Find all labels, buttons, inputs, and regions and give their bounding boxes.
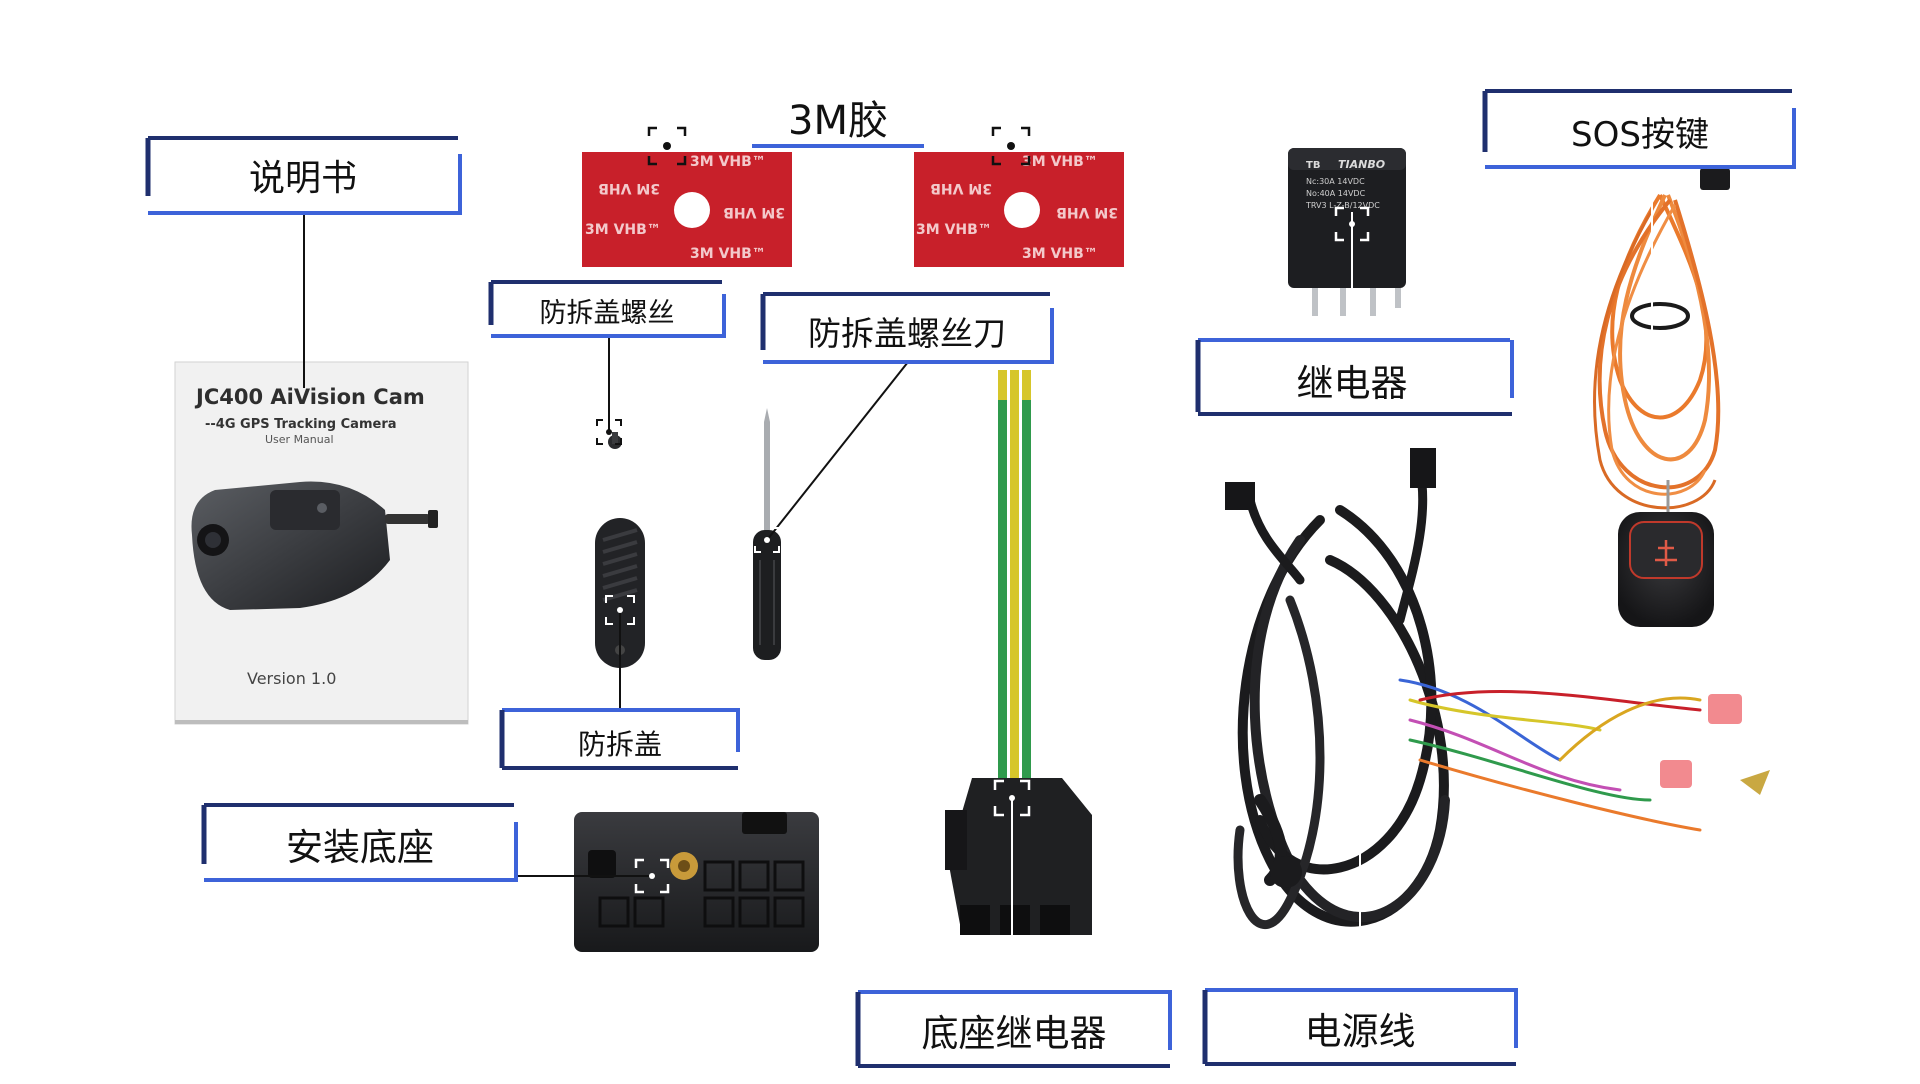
tamper-cover-item	[595, 518, 645, 668]
tape-pad-right: 3M VHB™ 3M VHB™ 3M VHB™ 3M VHB 3M VHB	[914, 152, 1124, 267]
leader-lines	[303, 168, 1653, 986]
screwdriver-item	[753, 408, 781, 660]
leader-screwdriver	[766, 361, 909, 541]
tape-print-9: 3M VHB	[930, 180, 992, 196]
label-screw-text: 防拆盖螺丝	[540, 298, 675, 329]
relay-brand: TIANBO	[1338, 158, 1385, 171]
label-cover: 防拆盖	[499, 708, 740, 770]
mount-base-item	[574, 812, 819, 952]
focus-markers	[596, 126, 1671, 894]
sos-button-item	[1592, 168, 1730, 627]
label-mount-text: 安装底座	[286, 826, 434, 869]
label-mount: 安装底座	[201, 803, 518, 882]
label-boxes: 说明书 3M胶 SOS按键 防拆盖螺丝 防拆盖螺丝刀	[145, 89, 1796, 1068]
label-cover-text: 防拆盖	[578, 728, 662, 761]
relay-spec-2: No:40A 14VDC	[1306, 189, 1366, 198]
tape-print-4: 3M VHB	[598, 180, 660, 196]
manual-version: Version 1.0	[247, 669, 336, 688]
focus-bracket-icon	[1633, 338, 1671, 376]
tape-print-10: 3M VHB	[1056, 204, 1118, 220]
label-relay-text: 继电器	[1297, 362, 1408, 405]
tape-print-7: 3M VHB™	[916, 222, 992, 238]
label-tape-text: 3M胶	[788, 98, 888, 144]
label-screwdriver-text: 防拆盖螺丝刀	[808, 314, 1006, 353]
label-screw: 防拆盖螺丝	[488, 280, 726, 338]
tape-print-8: 3M VHB™	[1022, 246, 1098, 262]
focus-bracket-icon	[647, 126, 687, 166]
relay-logo: TB	[1306, 160, 1320, 171]
label-manual-text: 说明书	[249, 158, 357, 199]
label-screwdriver: 防拆盖螺丝刀	[760, 292, 1054, 364]
relay-socket-item	[945, 370, 1092, 935]
relay-item: TB TIANBO Nc:30A 14VDC No:40A 14VDC TRV3…	[1288, 148, 1406, 316]
label-power: 电源线	[1202, 988, 1518, 1066]
focus-bracket-icon	[991, 126, 1031, 166]
tape-print-6: 3M VHB™	[1022, 154, 1098, 170]
manual-shadow	[175, 720, 468, 724]
focus-bracket-icon	[596, 419, 622, 445]
focus-bracket-icon	[1334, 206, 1370, 242]
relay-spec-1: Nc:30A 14VDC	[1306, 177, 1365, 186]
manual-doc-type: User Manual	[265, 433, 334, 446]
manual-title: JC400 AiVision Cam	[194, 385, 425, 409]
tape-print-2: 3M VHB™	[585, 222, 661, 238]
manual-subtitle: --4G GPS Tracking Camera	[205, 417, 397, 432]
tape-print-5: 3M VHB	[723, 204, 785, 220]
label-sos-text: SOS按键	[1571, 115, 1709, 155]
label-manual: 说明书	[145, 136, 462, 215]
screw-item	[608, 432, 622, 449]
label-socket: 底座继电器	[855, 990, 1172, 1068]
tape-print-1: 3M VHB™	[690, 154, 766, 170]
label-sos: SOS按键	[1482, 89, 1796, 169]
focus-bracket-icon	[993, 779, 1031, 817]
camera-illustration	[191, 481, 438, 610]
tape-print-3: 3M VHB™	[690, 246, 766, 262]
label-relay: 继电器	[1195, 338, 1514, 416]
label-power-text: 电源线	[1305, 1010, 1416, 1053]
focus-bracket-icon	[634, 858, 670, 894]
user-manual-item: JC400 AiVision Cam --4G GPS Tracking Cam…	[174, 361, 469, 725]
relay-spec-3: TRV3 L-Z-B/12VDC	[1305, 201, 1380, 210]
focus-bracket-icon	[1341, 778, 1379, 816]
label-tape: 3M胶	[752, 98, 924, 148]
focus-bracket-icon	[605, 595, 635, 625]
sos-alarm-icon	[1655, 540, 1677, 566]
label-socket-text: 底座继电器	[922, 1012, 1107, 1055]
focus-bracket-icon	[754, 527, 780, 553]
tape-pad-left: 3M VHB™ 3M VHB™ 3M VHB™ 3M VHB 3M VHB	[582, 152, 792, 267]
